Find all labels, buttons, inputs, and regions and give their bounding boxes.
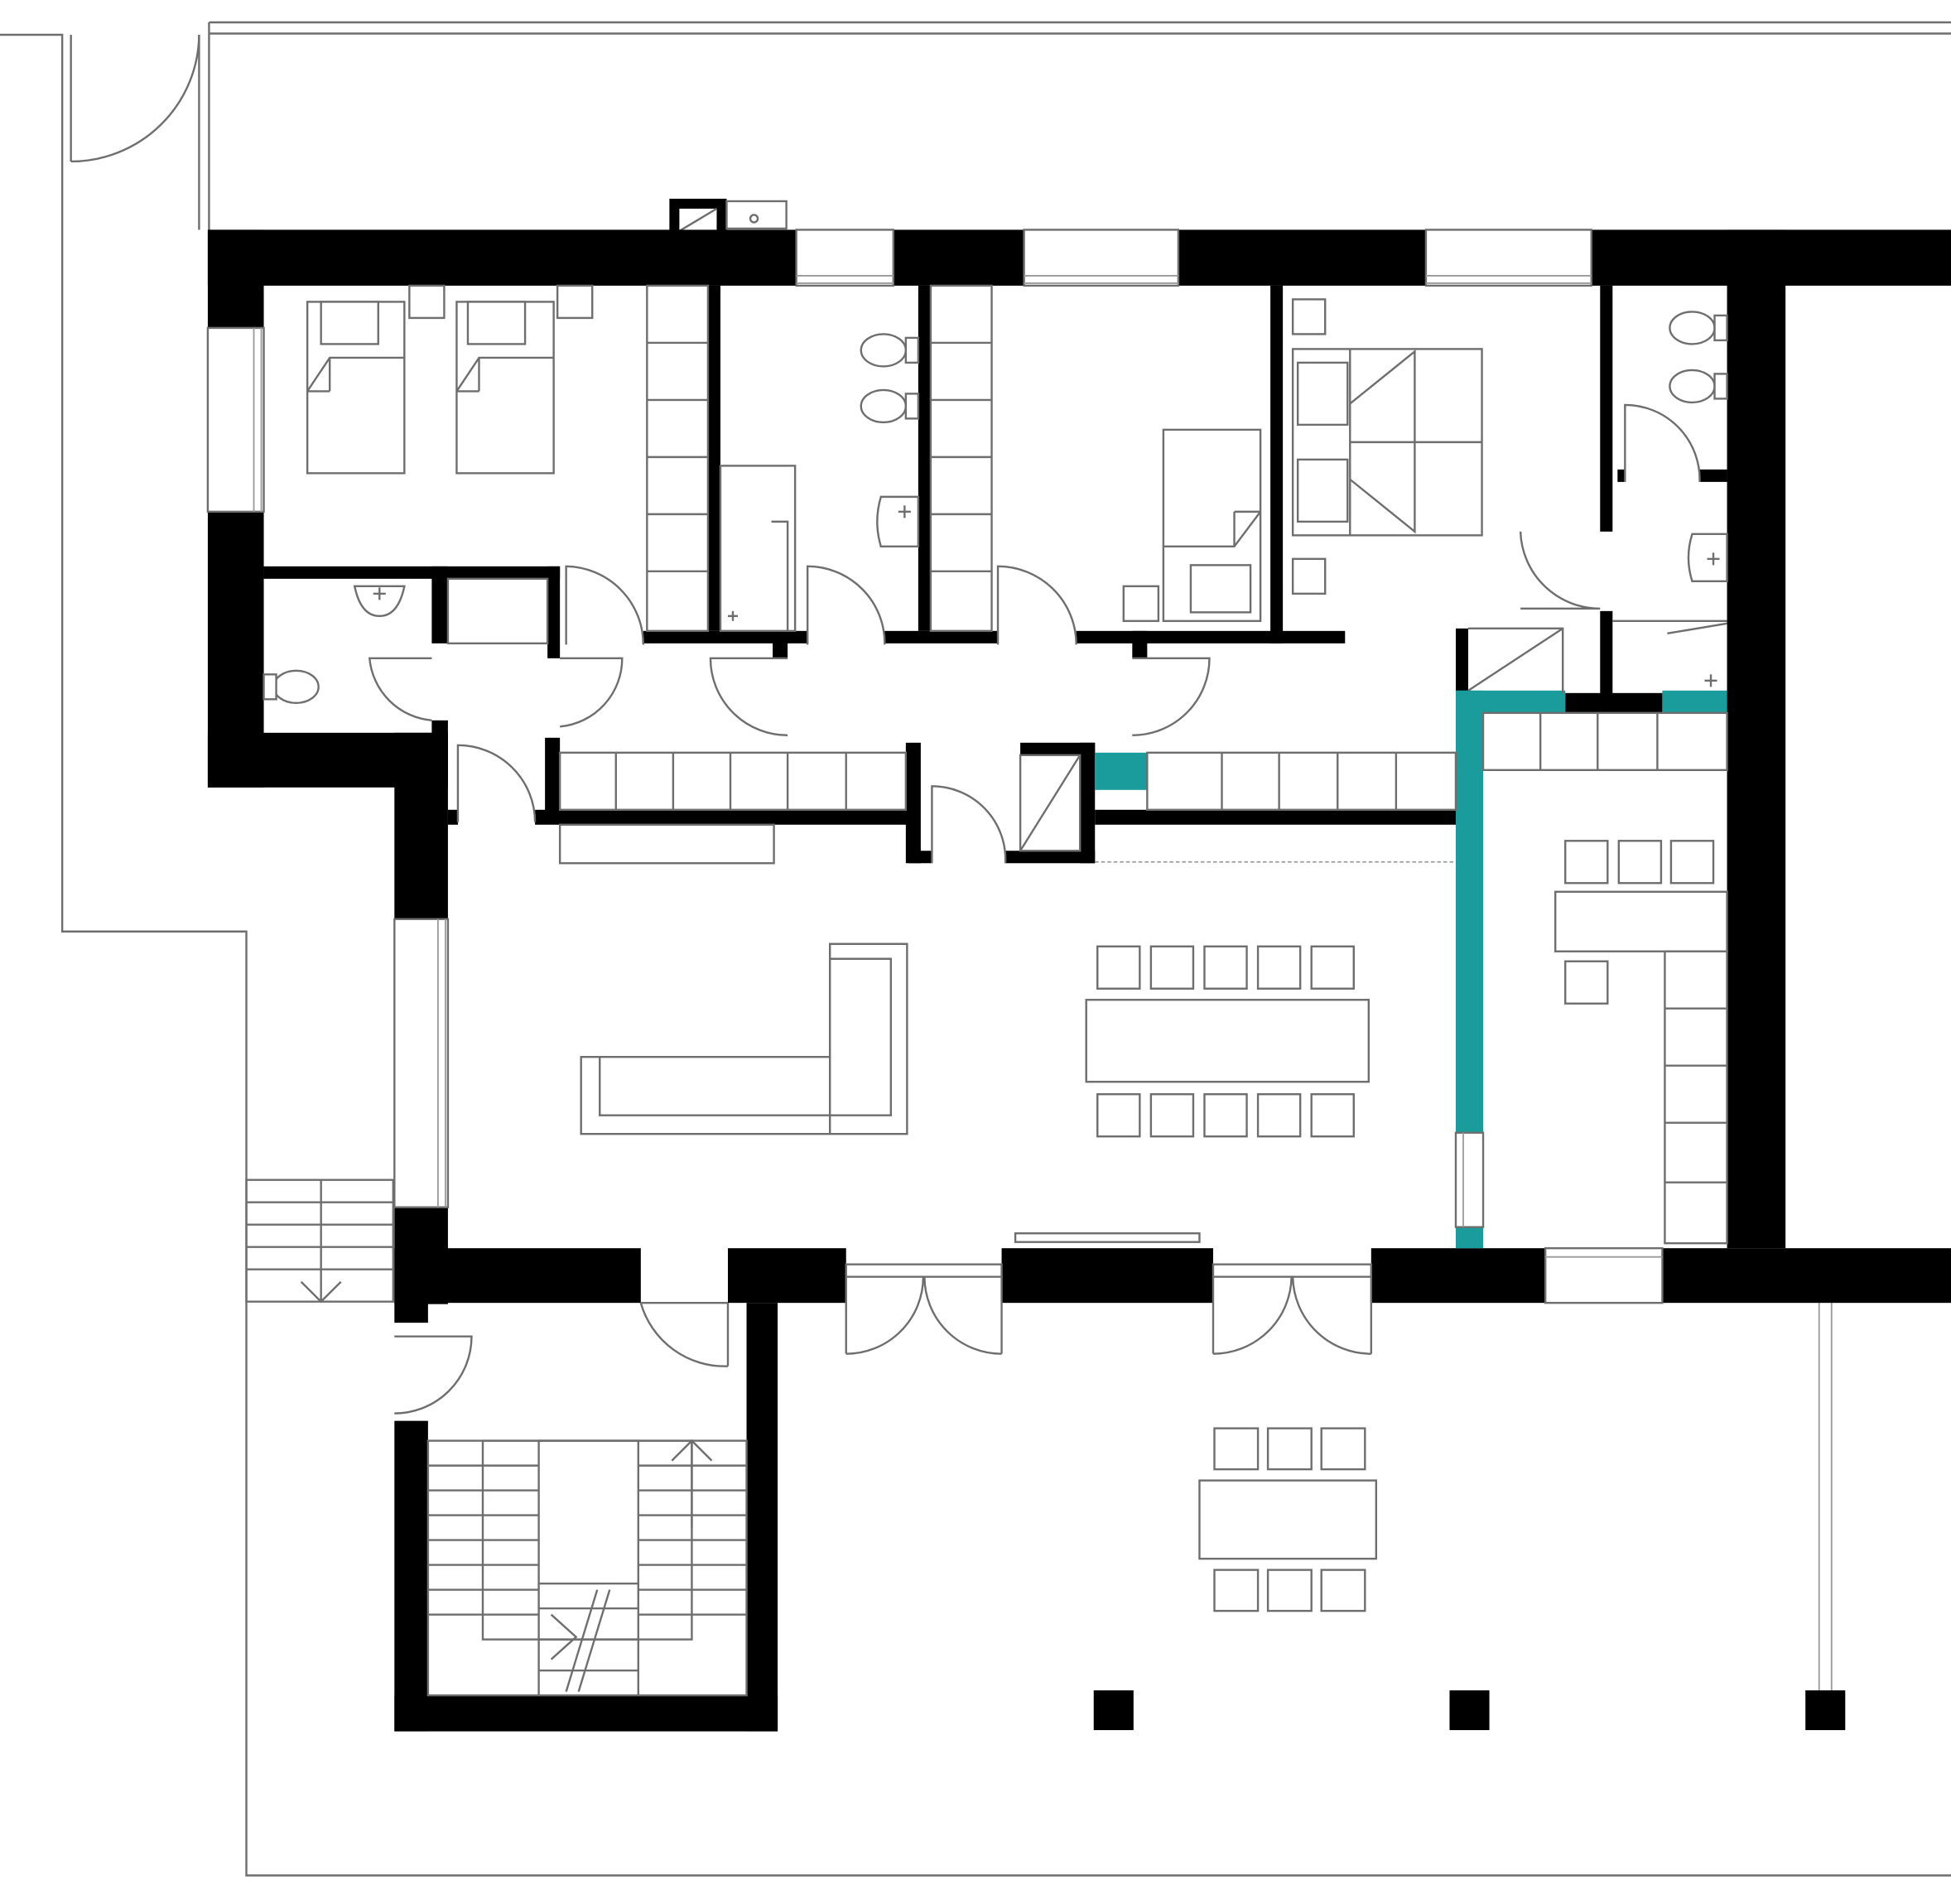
single-bedroom: [929, 284, 1262, 633]
bathroom-1: [719, 333, 920, 633]
site-outline: [0, 21, 1951, 1877]
chimney: [669, 198, 788, 232]
kitchen: [1481, 711, 1728, 1245]
west-wc: [263, 577, 549, 705]
doors: [368, 403, 1701, 1415]
walls: [207, 229, 1951, 1732]
double-bedroom: [1291, 298, 1483, 595]
staircase: [426, 1439, 748, 1697]
entrance-steps: [245, 1179, 395, 1304]
storage-cabinets: [558, 751, 1457, 865]
terrace-dining: [1198, 1427, 1378, 1612]
twin-bedroom: [306, 284, 710, 633]
bathroom-2: [1467, 311, 1728, 693]
windows: [206, 229, 1664, 1304]
living-area: [580, 942, 1371, 1243]
